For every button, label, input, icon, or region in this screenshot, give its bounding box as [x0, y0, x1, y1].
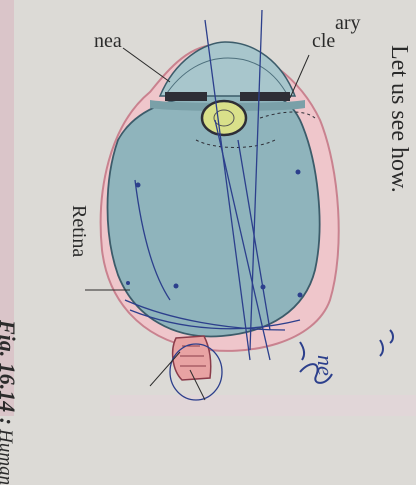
- optic-nerve: [171, 335, 212, 381]
- figure-caption: Fig. 16.14 : Human: [0, 320, 20, 485]
- leader-line-cornea: [122, 47, 171, 83]
- caption-figure-number: Fig. 16.14 :: [0, 320, 20, 425]
- lens: [200, 99, 248, 137]
- eye-diagram: [0, 0, 394, 416]
- label-ciliary: ary: [335, 12, 361, 34]
- caption-text: Human: [0, 429, 16, 485]
- label-muscle: cle: [312, 30, 336, 52]
- leader-line-muscle: [289, 54, 310, 99]
- label-cornea: nea: [94, 30, 122, 52]
- body-text-let-us-see-how: Let us see how.: [386, 45, 412, 193]
- handwriting-scribble: [299, 329, 394, 384]
- handwritten-note: ne: [313, 355, 338, 376]
- ink-ray-lines: [124, 9, 301, 361]
- label-retina: Retina: [68, 205, 90, 258]
- retina-marks: [126, 169, 303, 298]
- cornea: [158, 41, 297, 97]
- ciliary-body-right: [240, 92, 290, 101]
- ciliary-body-left: [165, 92, 207, 101]
